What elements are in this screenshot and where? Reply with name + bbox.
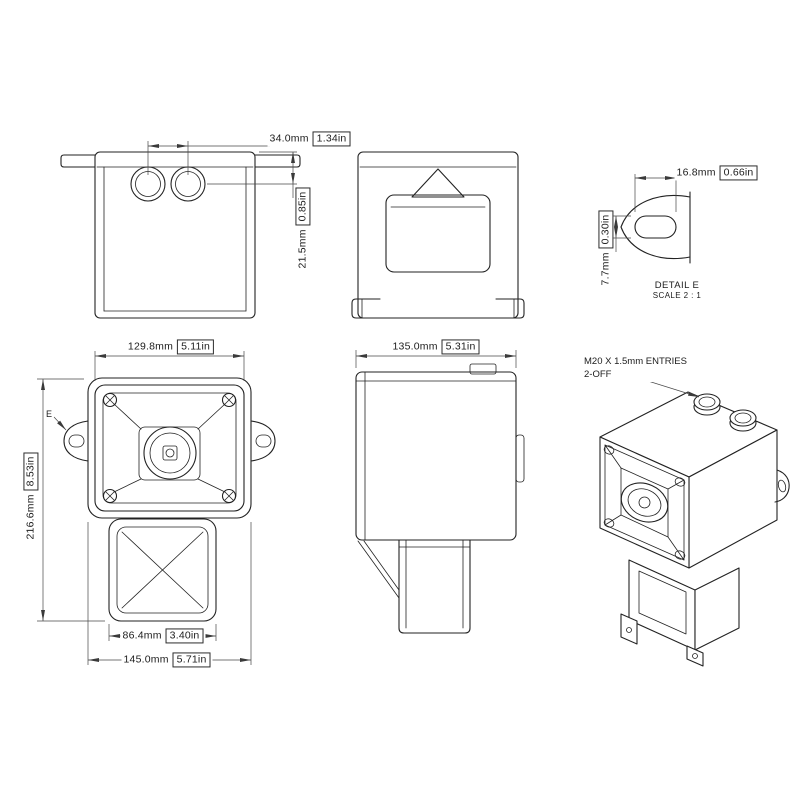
view-front xyxy=(37,351,276,665)
mounting-ear-left xyxy=(63,420,89,462)
foot-left xyxy=(351,298,381,319)
iso-screw xyxy=(674,550,686,560)
iso-screw xyxy=(603,445,615,455)
horn-circle xyxy=(143,426,197,480)
dim-value-mm: 86.4mm xyxy=(122,629,162,642)
foot-right xyxy=(495,298,525,319)
dim-entry-spacing: 34.0mm 1.34in xyxy=(267,131,353,147)
mounting-slot xyxy=(634,215,677,239)
screw-top-left xyxy=(102,392,118,408)
dim-value-in: 5.11in xyxy=(177,339,215,355)
horn-throat-square xyxy=(138,426,201,481)
dim-slot-length: 16.8mm 0.66in xyxy=(674,165,760,181)
dim-body-width: 86.4mm 3.40in xyxy=(120,628,206,644)
dim-value-in: 1.34in xyxy=(312,131,351,147)
detail-view-label: DETAIL E SCALE 2 : 1 xyxy=(653,280,701,300)
dim-overall-height: 216.6mm 8.53in xyxy=(23,450,39,542)
rear-body-outline xyxy=(357,151,519,319)
entries-note: M20 X 1.5mm ENTRIES 2-OFF xyxy=(584,356,687,382)
dim-value-in: 3.40in xyxy=(165,628,204,644)
bracket-hook xyxy=(411,168,465,198)
gland-profile xyxy=(469,363,497,375)
view-side xyxy=(355,350,525,634)
top-body-outline xyxy=(94,151,256,319)
dim-value-mm: 7.7mm xyxy=(599,252,612,286)
dim-value-mm: 145.0mm xyxy=(123,653,169,666)
dim-value-mm: 135.0mm xyxy=(392,340,438,353)
dim-flange-width: 145.0mm 5.71in xyxy=(121,652,213,668)
dim-side-depth: 135.0mm 5.31in xyxy=(390,339,482,355)
flange-right xyxy=(254,154,301,168)
flange-left xyxy=(60,154,96,168)
iso-mounting-ear xyxy=(774,469,790,503)
horn-outer xyxy=(87,377,252,519)
iso-foot-right xyxy=(686,645,704,667)
wall-bracket-plate xyxy=(385,194,491,273)
view-isometric xyxy=(599,380,790,667)
dim-entry-offset: 21.5mm 0.85in xyxy=(295,185,311,271)
entries-note-line2: 2-OFF xyxy=(584,368,612,380)
dim-value-in: 8.53in xyxy=(23,452,39,491)
mounting-ear-right xyxy=(250,420,276,462)
iso-bracket-side xyxy=(694,567,740,651)
iso-screw xyxy=(674,477,686,487)
iso-brand-logo xyxy=(638,496,651,509)
dim-value-mm: 34.0mm xyxy=(269,132,309,145)
iso-cable-gland-right xyxy=(729,409,757,432)
ear-profile xyxy=(515,434,525,483)
iso-screw xyxy=(603,518,615,528)
dim-value-mm: 16.8mm xyxy=(676,166,716,179)
brand-logo xyxy=(162,445,178,461)
screw-bottom-left xyxy=(102,488,118,504)
dim-value-mm: 21.5mm xyxy=(296,229,309,269)
ear-outline xyxy=(620,194,691,260)
iso-cable-gland-left xyxy=(693,393,721,416)
view-top xyxy=(60,141,301,319)
detail-title: DETAIL E xyxy=(654,280,700,291)
ear-slot-right xyxy=(255,434,272,448)
screw-bottom-right xyxy=(221,488,237,504)
dim-value-mm: 216.6mm xyxy=(24,494,37,540)
dim-value-in: 5.31in xyxy=(441,339,480,355)
lower-body xyxy=(108,518,217,622)
dim-slot-width: 7.7mm 0.30in xyxy=(598,208,614,288)
view-rear xyxy=(351,151,525,319)
detail-scale: SCALE 2 : 1 xyxy=(652,291,702,300)
horn-faceplate xyxy=(94,384,245,512)
side-body-outline xyxy=(355,371,517,541)
dim-value-in: 5.71in xyxy=(172,652,211,668)
iso-horn-circle xyxy=(620,482,669,523)
dim-value-in: 0.30in xyxy=(598,210,614,249)
dim-value-in: 0.85in xyxy=(295,187,311,226)
dim-value-in: 0.66in xyxy=(719,165,758,181)
screw-top-right xyxy=(221,392,237,408)
horn-throat-profile xyxy=(398,539,471,634)
entries-note-line1: M20 X 1.5mm ENTRIES xyxy=(584,356,687,367)
detail-callout-e: E xyxy=(45,409,53,419)
iso-horn-face xyxy=(599,436,690,569)
dim-value-mm: 129.8mm xyxy=(127,340,174,353)
dim-front-width: 129.8mm 5.11in xyxy=(125,339,217,355)
iso-foot-left xyxy=(620,613,638,645)
view-detail-e xyxy=(611,174,691,264)
ear-slot-left xyxy=(68,434,85,448)
